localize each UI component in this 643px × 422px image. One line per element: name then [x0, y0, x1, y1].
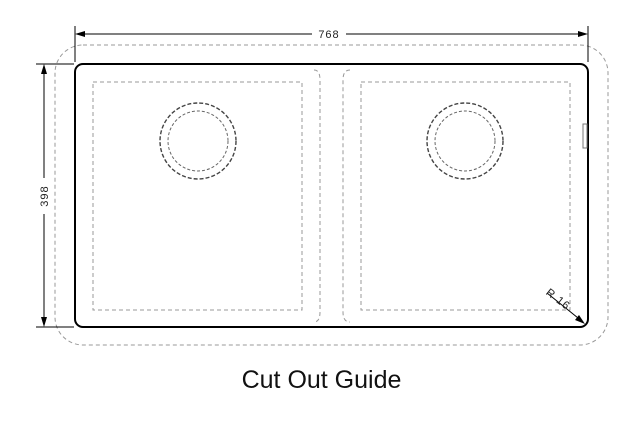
- left-bowl-outline: [92, 81, 303, 311]
- overflow-slot: [582, 123, 588, 149]
- bowl-divider-left: [313, 69, 321, 323]
- cutout-outline: [74, 63, 589, 328]
- height-dimension: 398: [36, 63, 74, 328]
- width-label: 768: [318, 29, 339, 41]
- right-drain-icon: [426, 102, 504, 180]
- left-drain-icon: [159, 102, 237, 180]
- radius-annotation: R 16: [543, 287, 585, 324]
- outer-dashed-outline: [54, 44, 609, 346]
- diagram-caption: Cut Out Guide: [241, 366, 402, 394]
- bowl-divider-right: [342, 69, 351, 323]
- height-label: 398: [39, 185, 51, 206]
- radius-label: R 16: [543, 287, 572, 313]
- right-bowl-outline: [360, 81, 571, 311]
- width-dimension: 768: [74, 26, 589, 62]
